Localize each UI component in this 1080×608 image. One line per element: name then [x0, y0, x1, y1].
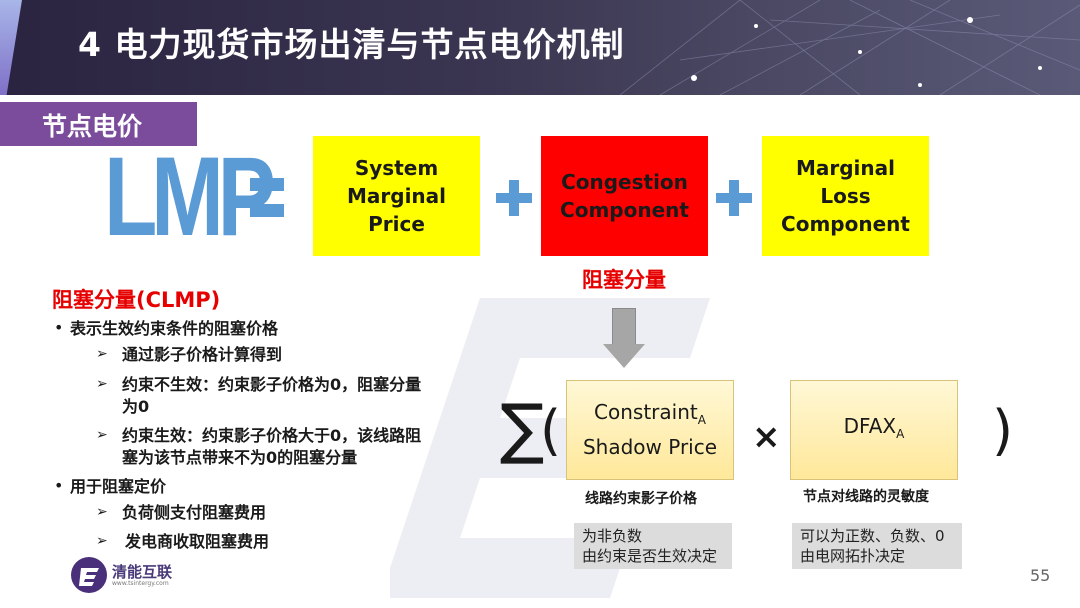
- right-paren: ): [992, 404, 1013, 458]
- sub-bullet-text: 为0: [122, 396, 149, 418]
- csp-caption: 线路约束影子价格: [585, 488, 697, 508]
- bullet-text: 用于阻塞定价: [70, 476, 166, 498]
- arrow-bullet-icon: ➢: [96, 504, 108, 520]
- header-banner: 4 电力现货市场出清与节点电价机制: [0, 0, 1080, 95]
- company-name: 清能互联: [112, 561, 172, 582]
- box-line: Component: [560, 196, 689, 224]
- csp-subscript: A: [698, 413, 706, 427]
- bullet-text: 表示生效约束条件的阻塞价格: [70, 318, 278, 340]
- box-line: System: [347, 154, 446, 182]
- box-line: Congestion: [560, 168, 689, 196]
- dfax-subscript: A: [896, 427, 904, 441]
- sub-bullet-text: 发电商收取阻塞费用: [125, 531, 269, 553]
- note-line: 由约束是否生效决定: [582, 546, 724, 566]
- sub-bullet-text: 约束不生效：约束影子价格为0，阻塞分量: [122, 374, 421, 396]
- box-line: Marginal: [781, 154, 910, 182]
- csp-name: Constraint: [594, 400, 698, 424]
- page-number: 55: [1030, 566, 1050, 585]
- note-line: 由电网拓扑决定: [800, 546, 954, 566]
- dfax-caption: 节点对线路的灵敏度: [803, 486, 929, 506]
- down-arrow-head: [603, 344, 645, 368]
- dfax-line: DFAXA: [844, 413, 905, 448]
- company-logo-icon: [70, 556, 108, 594]
- slide-title: 4 电力现货市场出清与节点电价机制: [78, 18, 624, 66]
- plus-icon: [496, 180, 532, 216]
- congestion-caption: 阻塞分量: [582, 264, 666, 294]
- header-accent-shape: [0, 0, 22, 95]
- bullet-dot-icon: •: [54, 476, 63, 495]
- box-line: Loss: [781, 182, 910, 210]
- sub-bullet-text: 负荷侧支付阻塞费用: [122, 502, 266, 524]
- dfax-box: DFAXA: [790, 380, 958, 480]
- congestion-component-box: Congestion Component: [541, 136, 708, 256]
- box-line: Marginal: [347, 182, 446, 210]
- arrow-bullet-icon: ➢: [96, 346, 108, 362]
- note-line: 为非负数: [582, 526, 724, 546]
- constraint-shadow-price-box: ConstraintA Shadow Price: [566, 380, 734, 480]
- csp-note: 为非负数 由约束是否生效决定: [574, 523, 732, 569]
- system-marginal-price-box: System Marginal Price: [313, 136, 480, 256]
- network-decoration: [620, 0, 1080, 95]
- arrow-bullet-icon: ➢: [96, 376, 108, 392]
- left-paren: (: [540, 404, 561, 458]
- arrow-bullet-icon: ➢: [96, 427, 108, 443]
- clmp-heading: 阻塞分量(CLMP): [52, 284, 220, 314]
- csp-line-2: Shadow Price: [583, 434, 717, 461]
- dfax-note: 可以为正数、负数、0 由电网拓扑决定: [792, 523, 962, 569]
- bullet-dot-icon: •: [54, 318, 63, 337]
- dfax-name: DFAX: [844, 414, 896, 438]
- box-line: Component: [781, 210, 910, 238]
- marginal-loss-component-box: Marginal Loss Component: [762, 136, 929, 256]
- sub-bullet-text: 通过影子价格计算得到: [122, 344, 282, 366]
- sub-bullet-text: 约束生效：约束影子价格大于0，该线路阻: [122, 425, 421, 447]
- summation-symbol: ∑: [500, 396, 544, 462]
- plus-icon: [716, 180, 752, 216]
- down-arrow-icon: [612, 308, 636, 345]
- times-symbol: ×: [752, 420, 781, 454]
- arrow-bullet-icon: ➢: [96, 533, 108, 549]
- box-line: Price: [347, 210, 446, 238]
- company-url: www.tsintergy.com: [112, 580, 169, 587]
- note-line: 可以为正数、负数、0: [800, 526, 954, 546]
- lmp-label: LMP: [104, 141, 270, 253]
- csp-line-1: ConstraintA: [594, 399, 706, 434]
- sub-bullet-text: 塞为该节点带来不为0的阻塞分量: [122, 447, 357, 469]
